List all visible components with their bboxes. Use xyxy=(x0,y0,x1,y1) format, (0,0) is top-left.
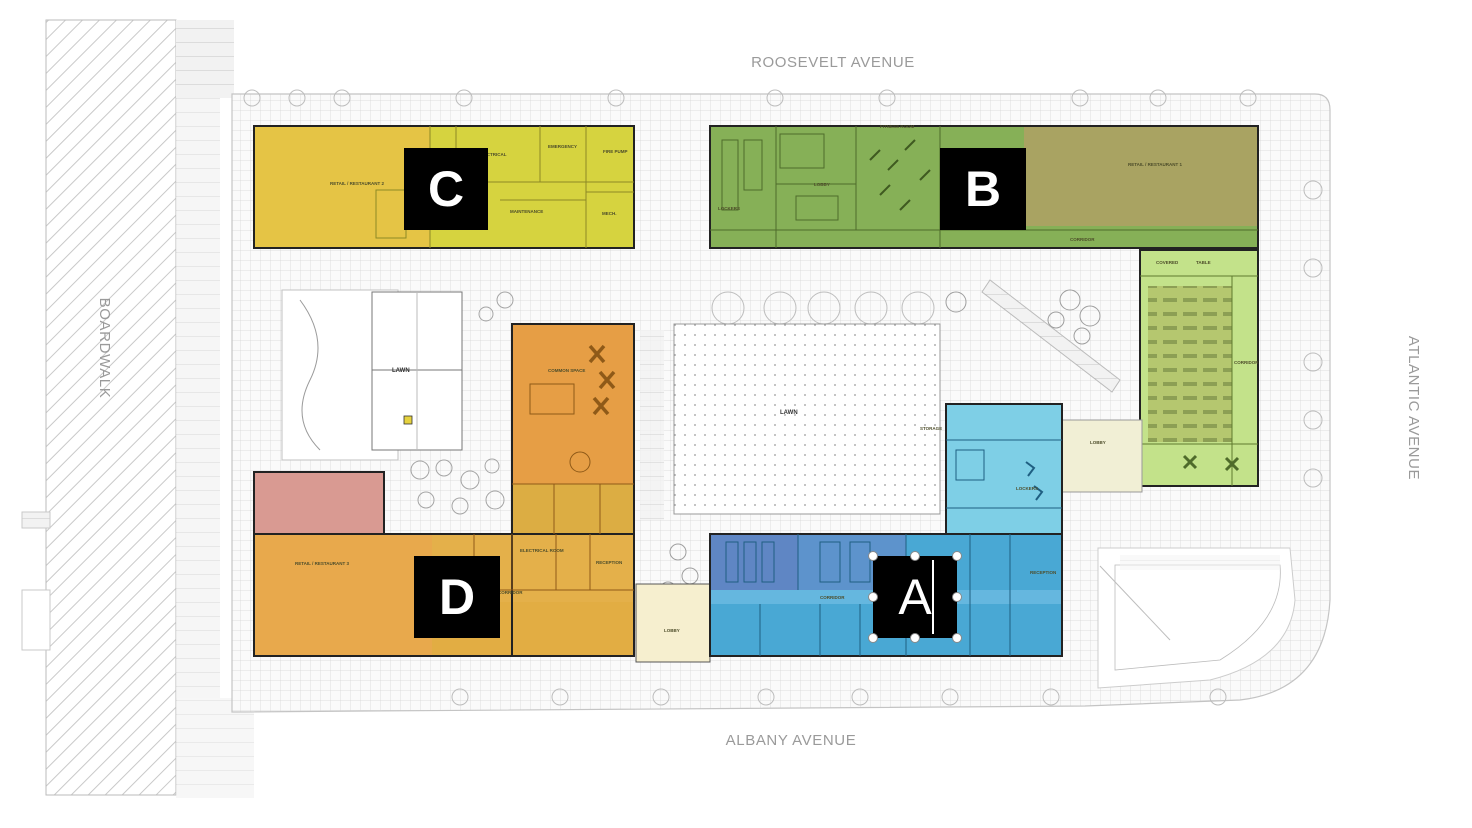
room-label-retail-b: RETAIL / RESTAURANT 1 xyxy=(1128,162,1182,167)
selection-handle-left[interactable] xyxy=(868,592,878,602)
street-label-north: ROOSEVELT AVENUE xyxy=(751,54,915,71)
selection-handle-top-left[interactable] xyxy=(868,551,878,561)
room-label-reception-d: RECEPTION xyxy=(596,560,622,565)
boardwalk xyxy=(0,0,254,828)
svg-text:LOBBY: LOBBY xyxy=(1090,440,1106,445)
room-label-retail-c: RETAIL / RESTAURANT 2 xyxy=(330,181,384,186)
room-label-storage: STORAGE xyxy=(920,426,942,431)
room-label-corridor-east: CORRIDOR xyxy=(1234,360,1259,365)
svg-text:MECH.: MECH. xyxy=(602,211,617,216)
street-label-east: ATLANTIC AVENUE xyxy=(1405,336,1422,480)
building-d-marker[interactable]: D xyxy=(414,556,500,638)
building-b-east-wing: CORRIDOR TABLE COVERED xyxy=(1139,249,1259,487)
building-a-marker[interactable]: A xyxy=(873,556,957,638)
svg-text:TABLE: TABLE xyxy=(1196,260,1211,265)
connector-lobby: LOBBY xyxy=(1061,419,1143,493)
selection-handle-bottom-right[interactable] xyxy=(952,633,962,643)
street-label-south: ALBANY AVENUE xyxy=(726,732,857,749)
building-c-marker[interactable]: C xyxy=(404,148,488,230)
room-label-fitness: FITNESS ROOM xyxy=(880,124,915,129)
room-label-corridor-a: CORRIDOR xyxy=(820,595,845,600)
west-courtyard: LAWN xyxy=(281,289,514,515)
street-label-west: BOARDWALK xyxy=(96,298,113,399)
text-caret xyxy=(932,560,934,634)
svg-text:MAINTENANCE: MAINTENANCE xyxy=(510,209,543,214)
selection-handle-right[interactable] xyxy=(952,592,962,602)
svg-text:LOCKERS: LOCKERS xyxy=(718,206,740,211)
room-label-common: COMMON SPACE xyxy=(548,368,585,373)
svg-text:LOBBY: LOBBY xyxy=(814,182,830,187)
room-label-retail-d: RETAIL / RESTAURANT 3 xyxy=(295,561,349,566)
svg-text:FIRE PUMP: FIRE PUMP xyxy=(603,149,628,154)
lawn-label-center: LAWN xyxy=(780,410,798,416)
room-label-electrical: ELECTRICAL ROOM xyxy=(520,548,564,553)
lawn-label-west: LAWN xyxy=(392,368,410,374)
room-label-lockers: LOCKERS xyxy=(1016,486,1038,491)
selection-handle-bottom[interactable] xyxy=(910,633,920,643)
central-lawn: LAWN xyxy=(640,279,1121,599)
svg-text:CORRIDOR: CORRIDOR xyxy=(498,590,523,595)
svg-text:COVERED: COVERED xyxy=(1156,260,1179,265)
svg-text:ELECTRICAL: ELECTRICAL xyxy=(478,152,507,157)
selection-handle-bottom-left[interactable] xyxy=(868,633,878,643)
room-label-corridor-b: CORRIDOR xyxy=(1070,237,1095,242)
svg-text:RECEPTION: RECEPTION xyxy=(1030,570,1056,575)
selection-handle-top[interactable] xyxy=(910,551,920,561)
lobby-d-a: LOBBY xyxy=(635,583,711,663)
svg-text:EMERGENCY: EMERGENCY xyxy=(548,144,577,149)
room-label-lobby: LOBBY xyxy=(664,628,680,633)
selection-handle-top-right[interactable] xyxy=(952,551,962,561)
building-b-marker[interactable]: B xyxy=(940,148,1026,230)
